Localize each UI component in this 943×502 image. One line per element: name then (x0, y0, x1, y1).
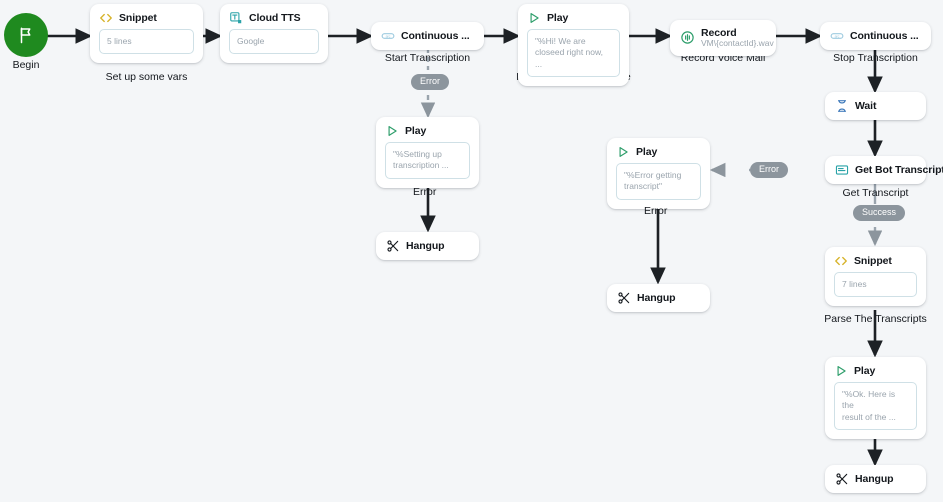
hourglass-icon (835, 99, 849, 113)
code-icon (99, 11, 113, 25)
flag-icon (17, 26, 35, 44)
node-body-text: "%Hi! We are closeed right now, ... (535, 36, 604, 69)
node-wait[interactable]: Wait (825, 92, 926, 120)
badge-success-get-transcript[interactable]: Success (853, 205, 906, 221)
node-header: Play (376, 117, 479, 142)
node-header: Snippet (825, 247, 926, 272)
node-snippet-parse[interactable]: Snippet 7 lines (825, 247, 926, 307)
node-body-text: "%Error getting transcript" (624, 170, 682, 192)
scissors-icon (386, 239, 400, 253)
play-icon (527, 11, 541, 25)
node-title: Continuous ... (401, 30, 470, 42)
node-subtitle: VM\{contactId}.wav (701, 38, 774, 49)
node-title: Record (701, 27, 737, 39)
node-header: Play (825, 357, 926, 382)
node-continuous-start[interactable]: arc Continuous ... (371, 22, 484, 50)
node-hangup-right[interactable]: Hangup (825, 465, 926, 493)
play-icon (385, 124, 399, 138)
node-continuous-stop[interactable]: arc Continuous ... (820, 22, 931, 50)
node-body[interactable]: "%Error getting transcript" (616, 163, 701, 200)
node-header: Hangup (825, 465, 926, 493)
caption-start-transcription: Start Transcription (384, 52, 471, 64)
node-title: Cloud TTS (249, 12, 301, 24)
node-title: Hangup (855, 473, 894, 485)
caption-stop-transcription: Stop Transcription (833, 52, 918, 64)
caption-begin: Begin (12, 59, 40, 71)
node-title: Play (547, 12, 569, 24)
node-title: Hangup (406, 240, 445, 252)
node-cloud-tts[interactable]: Cloud TTS Google (220, 4, 328, 64)
transcript-icon (835, 163, 849, 177)
node-title: Wait (855, 100, 877, 112)
node-header: Snippet (90, 4, 203, 29)
node-header: arc Continuous ... (371, 22, 484, 50)
node-body-text: "%Setting up transcription ... (393, 149, 449, 171)
badge-error-start-transcription[interactable]: Error (411, 74, 449, 90)
node-body-text: "%Ok. Here is the result of the ... (842, 389, 896, 422)
record-icon (680, 30, 695, 45)
edge-label-error-play-transcript: Error (644, 205, 668, 217)
node-title: Hangup (637, 292, 676, 304)
scissors-icon (835, 472, 849, 486)
play-icon (616, 145, 630, 159)
node-title: Play (405, 125, 427, 137)
badge-icon: arc (830, 29, 844, 43)
node-body[interactable]: 7 lines (834, 272, 917, 298)
node-body[interactable]: 5 lines (99, 29, 194, 55)
node-body-text: 7 lines (842, 279, 867, 289)
edge-label-error-play-setup: Error (413, 186, 437, 198)
node-play-transcript-error[interactable]: Play "%Error getting transcript" (607, 138, 710, 209)
node-snippet-setup[interactable]: Snippet 5 lines (90, 4, 203, 64)
node-record-voicemail[interactable]: Record VM\{contactId}.wav (670, 20, 776, 56)
code-icon (834, 254, 848, 268)
node-title: Play (854, 365, 876, 377)
play-icon (834, 364, 848, 378)
node-hangup-middle[interactable]: Hangup (607, 284, 710, 312)
node-header: Wait (825, 92, 926, 120)
node-title: Continuous ... (850, 30, 919, 42)
node-header: Play (518, 4, 629, 29)
node-header: Get Bot Transcript (825, 156, 943, 184)
node-header: Play (607, 138, 710, 163)
caption-get-transcript: Get Transcript (842, 187, 909, 199)
node-hangup-left[interactable]: Hangup (376, 232, 479, 260)
scissors-icon (617, 291, 631, 305)
node-title: Get Bot Transcript (855, 164, 943, 176)
caption-parse-transcripts: Parse The Transcripts (824, 313, 927, 325)
node-body[interactable]: Google (229, 29, 319, 55)
node-header: Cloud TTS (220, 4, 328, 29)
translate-icon (229, 11, 243, 25)
caption-setup-vars: Set up some vars (105, 71, 188, 83)
node-body[interactable]: "%Ok. Here is the result of the ... (834, 382, 917, 431)
node-play-setup-error[interactable]: Play "%Setting up transcription ... (376, 117, 479, 188)
badge-error-get-transcript[interactable]: Error (750, 162, 788, 178)
svg-text:arc: arc (835, 34, 840, 38)
node-header: Hangup (376, 232, 479, 260)
node-begin[interactable] (4, 13, 48, 57)
node-title: Play (636, 146, 658, 158)
node-header: arc Continuous ... (820, 22, 931, 50)
node-play-greeting[interactable]: Play "%Hi! We are closeed right now, ... (518, 4, 629, 87)
node-body-text: 5 lines (107, 36, 132, 46)
node-title: Snippet (119, 12, 157, 24)
node-header: Record VM\{contactId}.wav (670, 20, 776, 56)
node-header: Hangup (607, 284, 710, 312)
node-body-text: Google (237, 36, 265, 46)
node-body[interactable]: "%Hi! We are closeed right now, ... (527, 29, 620, 78)
node-get-bot-transcript[interactable]: Get Bot Transcript (825, 156, 943, 184)
node-play-result[interactable]: Play "%Ok. Here is the result of the ... (825, 357, 926, 440)
svg-text:arc: arc (386, 34, 391, 38)
node-body[interactable]: "%Setting up transcription ... (385, 142, 470, 179)
node-title: Snippet (854, 255, 892, 267)
badge-icon: arc (381, 29, 395, 43)
